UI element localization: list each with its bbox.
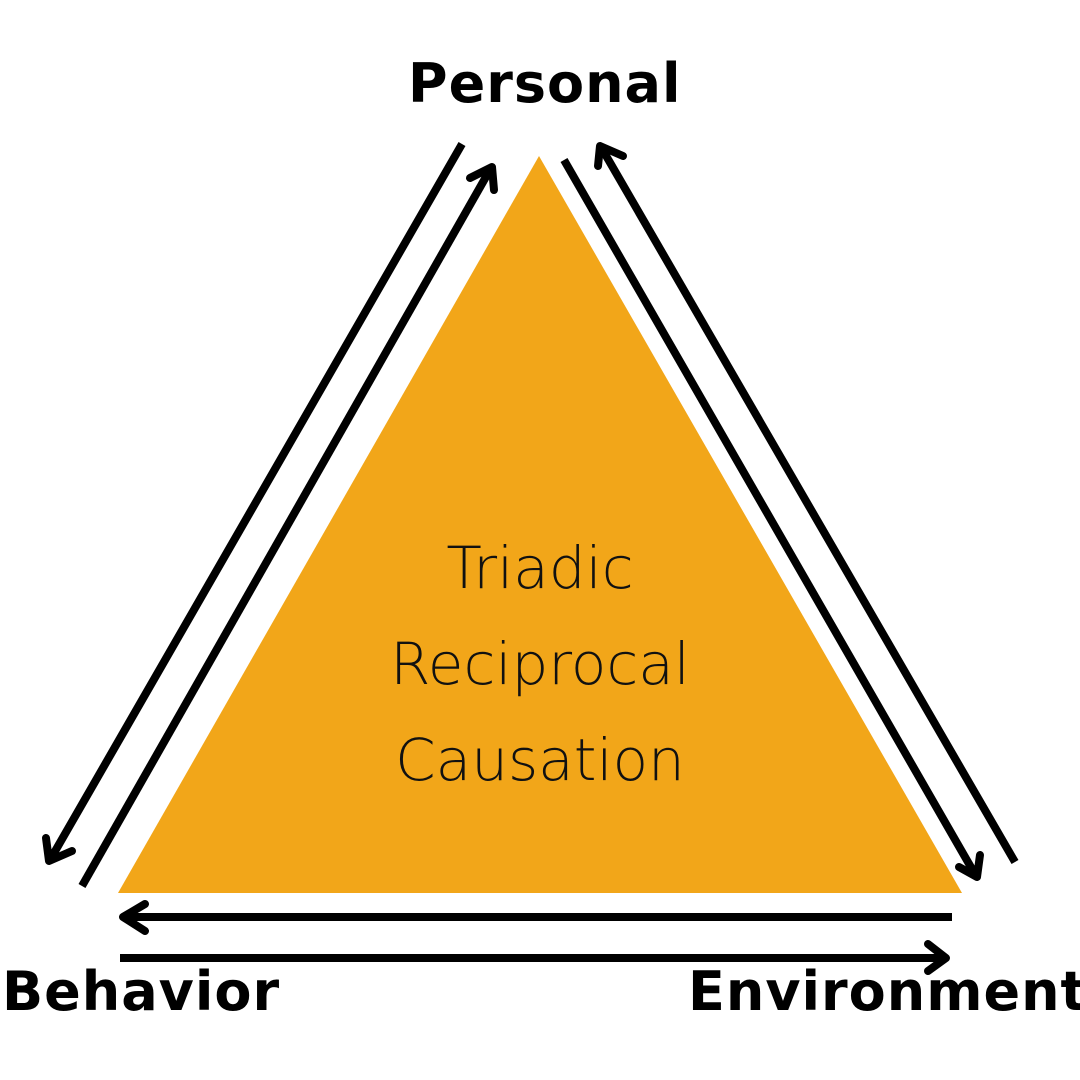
center-line-3: Causation: [395, 726, 685, 794]
label-environment: Environment: [688, 960, 1080, 1023]
arrow-behavior-to-personal: [78, 163, 498, 888]
arrow-environment-to-behavior: [119, 900, 952, 935]
arrow-personal-to-environment: [560, 158, 984, 881]
center-line-1: Triadic: [446, 534, 634, 602]
arrow-personal-to-behavior: [42, 142, 466, 865]
arrow-behavior-to-environment: [120, 940, 950, 975]
label-behavior: Behavior: [2, 960, 281, 1023]
arrow-environment-to-personal: [594, 142, 1019, 865]
label-personal: Personal: [408, 52, 682, 115]
center-text: Triadic Reciprocal Causation: [340, 520, 740, 808]
center-line-2: Reciprocal: [390, 630, 690, 698]
central-triangle: [118, 156, 962, 893]
